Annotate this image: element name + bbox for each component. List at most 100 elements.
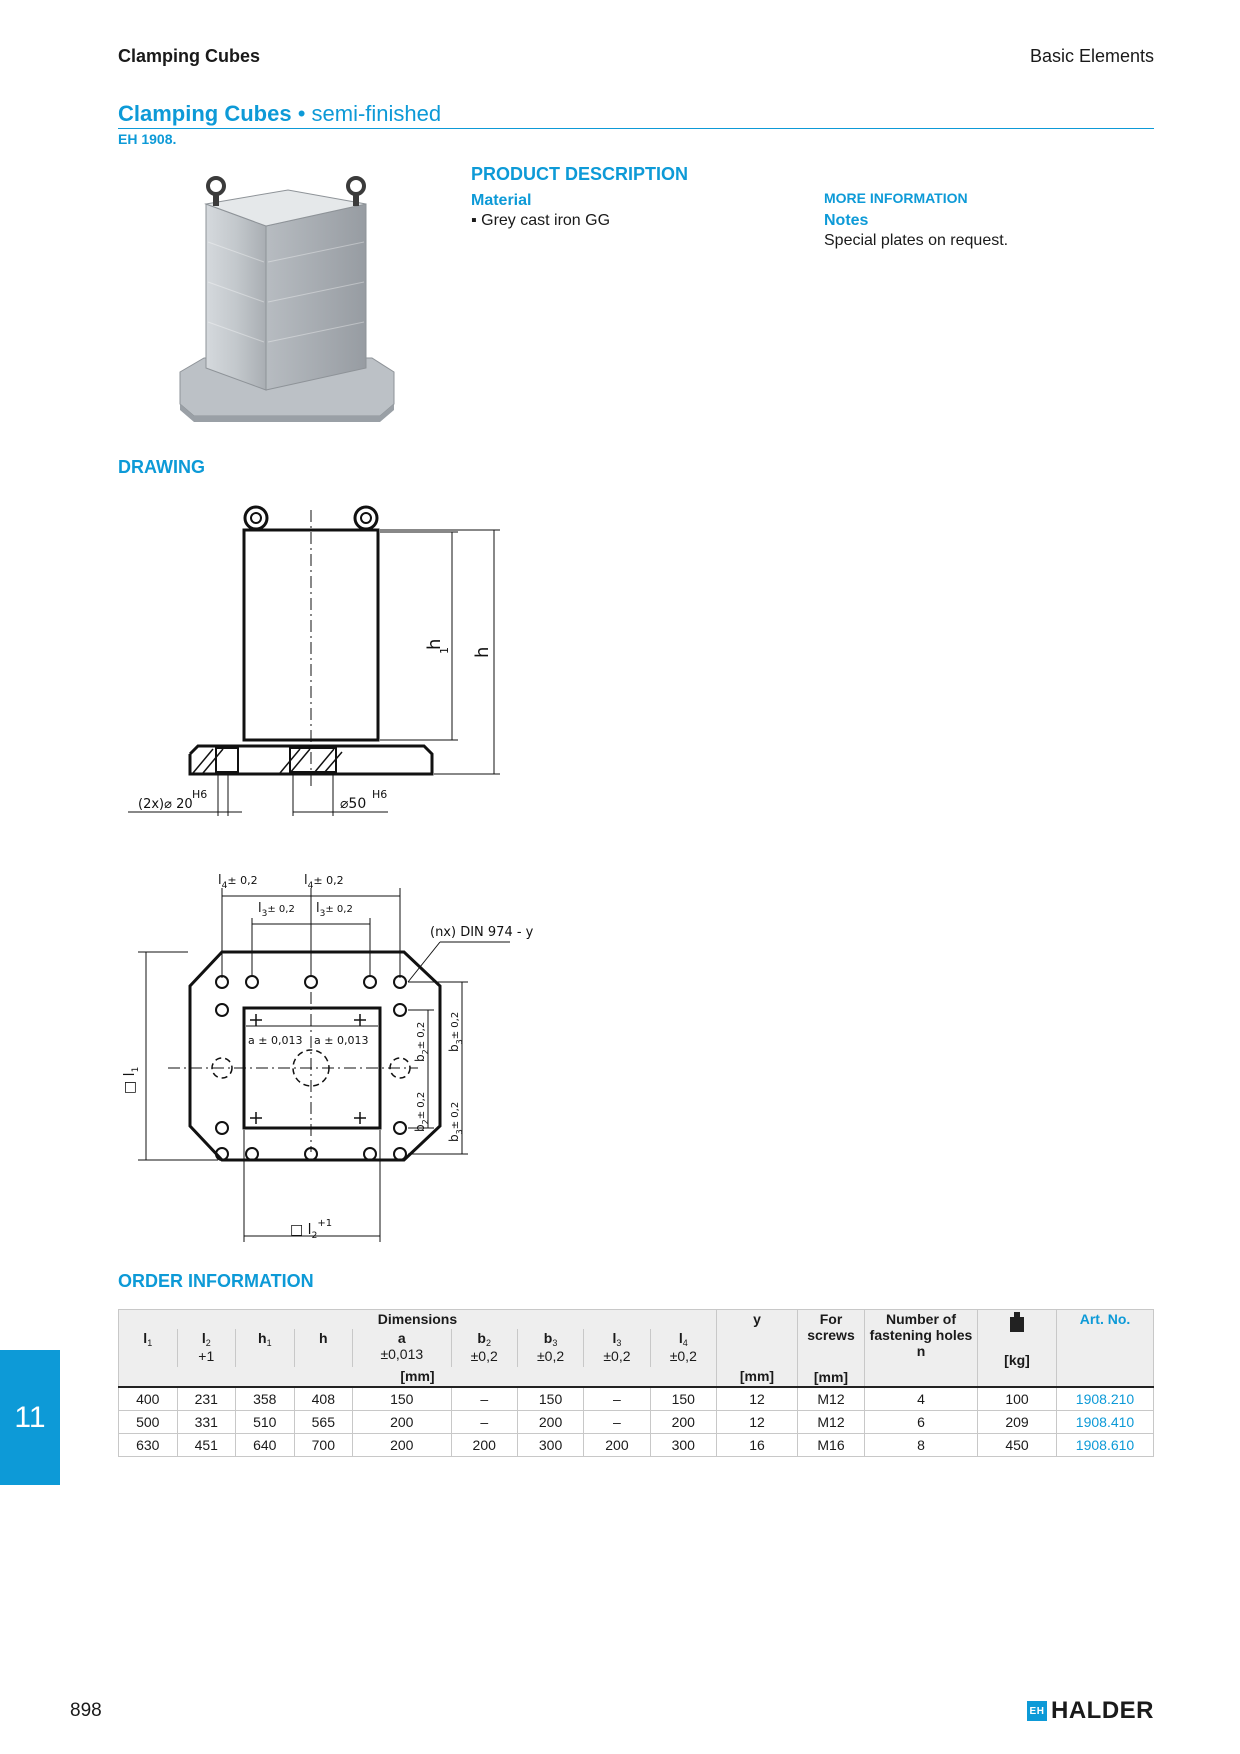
th-h-l: h — [319, 1330, 328, 1346]
dim-l4-left-tol: ± 0,2 — [227, 874, 257, 887]
dim-b2-upper-b: b — [413, 1054, 427, 1062]
th-b3-sub: 3 — [552, 1338, 558, 1348]
table-cell: 630 — [118, 1433, 178, 1457]
th-holes-label: Number of fastening holes — [869, 1311, 973, 1343]
table-cell: 12 — [715, 1410, 798, 1434]
th-l3: l3±0,2 — [583, 1329, 651, 1367]
order-information-heading: ORDER INFORMATION — [118, 1271, 314, 1291]
notes-text: Special plates on request. — [824, 232, 1009, 249]
table-cell: 200 — [583, 1433, 651, 1457]
dim-l2-tol: +1 — [317, 1218, 332, 1229]
th-a-tol: ±0,013 — [380, 1346, 424, 1362]
dim-l3-left-tol: ± 0,2 — [267, 904, 294, 915]
dim-l2: □ l2+1 — [290, 1218, 332, 1241]
product-description-heading: PRODUCT DESCRIPTION — [471, 164, 689, 184]
dim-h-label: h — [472, 647, 493, 658]
art-no-cell[interactable]: 1908.210 — [1056, 1387, 1154, 1411]
th-l1-l: l — [143, 1330, 148, 1346]
table-cell: 8 — [864, 1433, 978, 1457]
dim-b3-upper: b3± 0,2 — [447, 1012, 464, 1052]
th-holes: Number of fastening holes n — [864, 1309, 978, 1388]
th-l2: l2+1 — [176, 1329, 236, 1367]
dim-din-label: (nx) DIN 974 - y — [430, 925, 534, 940]
th-weight: [kg] — [977, 1309, 1057, 1388]
dim-h1-label: h — [424, 639, 445, 650]
dim-l3-right: l3± 0,2 — [316, 901, 353, 919]
dim-l1-l: □ l — [122, 1072, 138, 1094]
brand-mark: EH — [1027, 1701, 1047, 1721]
table-cell: – — [583, 1387, 651, 1411]
table-cell: – — [450, 1410, 518, 1434]
dim-b3-lower-sub: 3 — [455, 1129, 464, 1134]
table-cell: 209 — [977, 1410, 1057, 1434]
dim-l4-left: l4± 0,2 — [218, 873, 258, 891]
table-cell: 300 — [516, 1433, 584, 1457]
title-rule — [118, 128, 1154, 129]
th-h: h — [293, 1329, 353, 1367]
brand-name: HALDER — [1051, 1697, 1154, 1724]
dim-l3-right-tol: ± 0,2 — [325, 904, 352, 915]
table-cell: 200 — [516, 1410, 584, 1434]
th-l2-l: l — [201, 1330, 206, 1346]
art-no-cell[interactable]: 1908.610 — [1056, 1433, 1154, 1457]
product-image — [179, 176, 395, 422]
dim-b2-lower-b: b — [413, 1124, 427, 1132]
table-cell: 400 — [118, 1387, 178, 1411]
dim-bore-large: ⌀50 — [340, 796, 366, 812]
table-cell: 200 — [649, 1410, 717, 1434]
th-b3-tol: ±0,2 — [536, 1348, 565, 1364]
th-unit-kg: [kg] — [1004, 1352, 1030, 1368]
th-y: y — [715, 1309, 798, 1367]
table-cell: 500 — [118, 1410, 178, 1434]
table-cell: 150 — [649, 1387, 717, 1411]
side-view-drawing: h 1 h (2x)⌀ 20 H6 ⌀50 H6 — [128, 505, 500, 816]
th-h1-sub: 1 — [266, 1338, 272, 1348]
th-b2-sub: 2 — [485, 1338, 491, 1348]
th-b2: b2±0,2 — [450, 1329, 518, 1367]
th-holes-n: n — [916, 1343, 926, 1359]
more-information-heading: MORE INFORMATION — [824, 190, 968, 206]
dim-b3-lower: b3± 0,2 — [447, 1102, 464, 1142]
table-cell: 16 — [715, 1433, 798, 1457]
th-h1: h1 — [235, 1329, 295, 1367]
table-cell: 451 — [176, 1433, 236, 1457]
dim-bore-small: (2x)⌀ 20 — [138, 797, 193, 812]
table-cell: 565 — [293, 1410, 353, 1434]
header-category: Basic Elements — [1029, 46, 1154, 66]
dim-b2-upper-tol: ± 0,2 — [416, 1022, 427, 1049]
dim-l1: □ l1 — [122, 1067, 141, 1094]
dim-b3-upper-sub: 3 — [455, 1039, 464, 1044]
table-cell: 6 — [864, 1410, 978, 1434]
dim-l4-left-l: l — [218, 873, 222, 888]
dim-l4-right-tol: ± 0,2 — [313, 874, 343, 887]
product-code: EH 1908. — [118, 131, 177, 147]
th-unit-screws: [mm] — [813, 1369, 849, 1385]
chapter-tab[interactable]: 11 — [0, 1350, 60, 1485]
th-l3-tol: ±0,2 — [603, 1348, 631, 1364]
th-b3: b3±0,2 — [516, 1329, 584, 1367]
table-cell: 331 — [176, 1410, 236, 1434]
th-unit-dims: [mm] — [118, 1366, 717, 1389]
th-l2-tol: +1 — [198, 1348, 215, 1364]
table-cell: 4 — [864, 1387, 978, 1411]
th-for-screws: For screws[mm] — [797, 1309, 865, 1388]
art-no-cell[interactable]: 1908.410 — [1056, 1410, 1154, 1434]
dim-l4-right: l4± 0,2 — [304, 873, 344, 891]
brand-logo: EH HALDER — [1027, 1697, 1154, 1725]
title-main: Clamping Cubes — [118, 101, 292, 126]
dim-b2-lower: b2± 0,2 — [413, 1092, 430, 1132]
title-separator: • — [291, 101, 312, 126]
dim-l4-right-l: l — [304, 873, 308, 888]
dim-l3-right-sub: 3 — [320, 909, 326, 919]
material-item: ▪ Grey cast iron GG — [471, 212, 611, 229]
th-h1-l: h — [258, 1330, 267, 1346]
dim-l3-left-l: l — [258, 901, 262, 916]
table-cell: 358 — [235, 1387, 295, 1411]
page-number: 898 — [70, 1700, 102, 1721]
th-a: a±0,013 — [352, 1329, 452, 1367]
table-cell: 300 — [649, 1433, 717, 1457]
title-sub: semi-finished — [311, 101, 442, 126]
dim-b2-lower-sub: 2 — [421, 1119, 430, 1124]
